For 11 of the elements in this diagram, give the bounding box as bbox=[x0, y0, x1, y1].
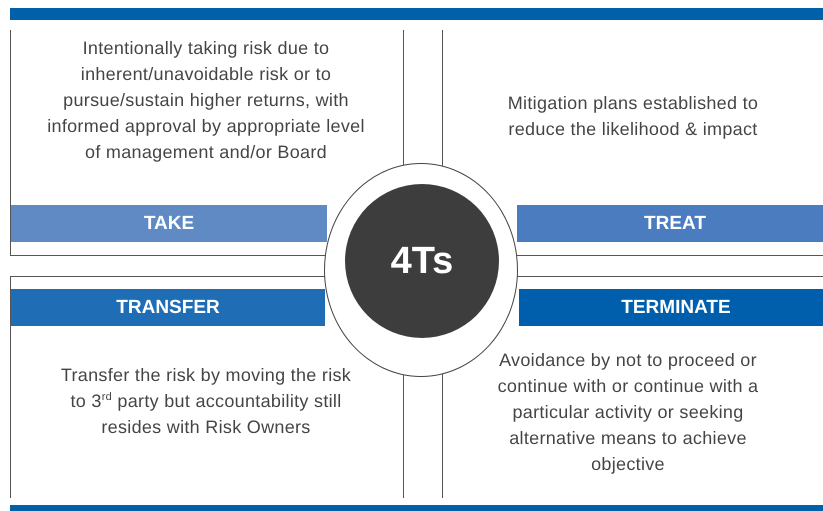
quadrant-panel bbox=[442, 276, 823, 498]
category-band: TRANSFER bbox=[11, 289, 325, 326]
description-text: Avoidance by not to proceed or continue with or continue with a particular activity or seeking alternative means to achieve objective bbox=[496, 349, 760, 476]
category-band: TREAT bbox=[517, 205, 823, 242]
quadrant-panel bbox=[10, 276, 404, 498]
category-band: TERMINATE bbox=[519, 289, 823, 326]
description-text: Transfer the risk by moving the risk to 3$^{rd}$ party but accountability still resides with Risk Owners bbox=[60, 364, 352, 439]
center-circle: 4Ts bbox=[345, 184, 499, 338]
description-text: Intentionally taking risk due to inherent/unavoidable risk or to pursue/sustain higher returns, with informed approval by appropriate level of management and/or Board bbox=[46, 37, 366, 164]
category-band: TAKE bbox=[11, 205, 327, 242]
description-text: Mitigation plans established to reduce the likelihood & impact bbox=[506, 92, 760, 141]
